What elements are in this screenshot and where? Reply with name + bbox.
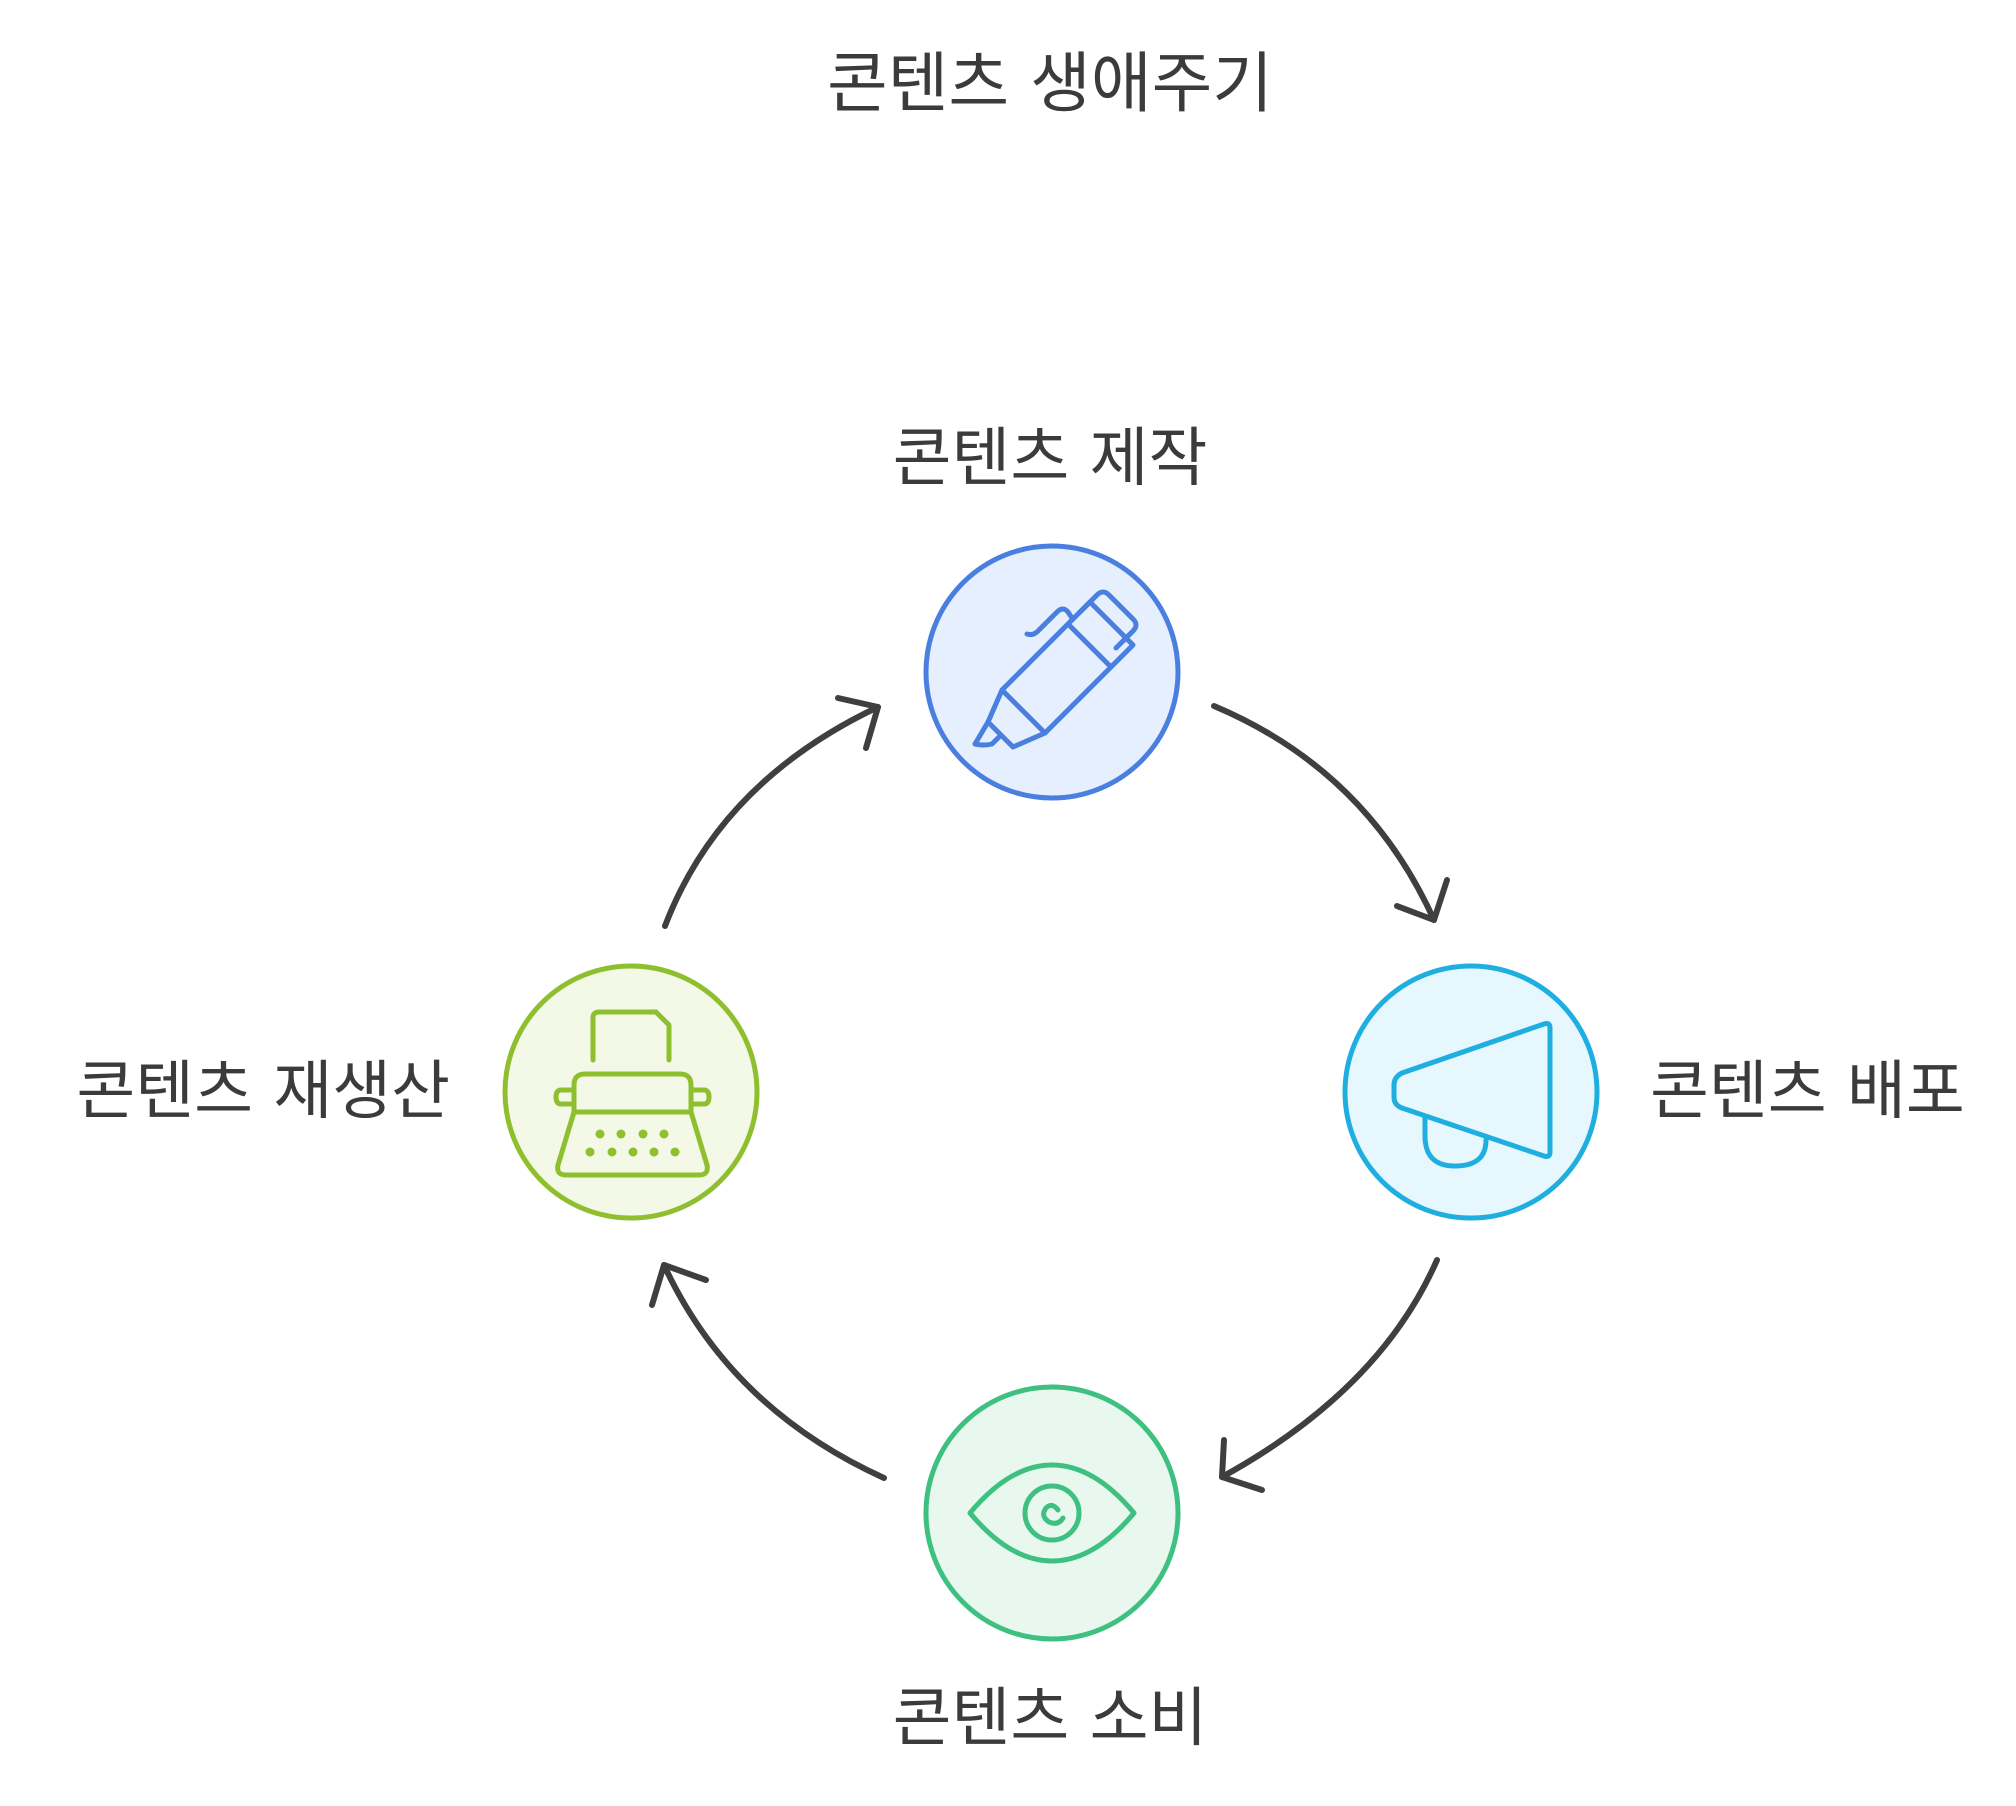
diagram-title: 콘텐츠 생애주기 [827, 45, 1273, 122]
marker-pen-icon [972, 589, 1139, 750]
stage-circle-distribute [1342, 963, 1600, 1221]
stage-label-create: 콘텐츠 제작 [893, 422, 1208, 496]
eye-icon [967, 1462, 1137, 1564]
typewriter-icon [553, 1009, 712, 1178]
stage-label-consume: 콘텐츠 소비 [893, 1682, 1208, 1756]
stage-node-create [923, 543, 1181, 801]
stage-node-reproduce [502, 963, 760, 1221]
stage-node-consume [923, 1384, 1181, 1642]
stage-label-distribute: 콘텐츠 배포 [1650, 1055, 1965, 1129]
stage-circle-create [923, 543, 1181, 801]
megaphone-icon [1391, 1021, 1553, 1169]
arrow-distribute-to-consume [1219, 1257, 1440, 1493]
stage-circle-reproduce [502, 963, 760, 1221]
stage-circle-consume [923, 1384, 1181, 1642]
stage-node-distribute [1342, 963, 1600, 1221]
stage-label-reproduce: 콘텐츠 재생산 [76, 1055, 450, 1129]
arrow-create-to-distribute [1211, 703, 1450, 923]
arrow-reproduce-to-create [662, 695, 881, 929]
arrow-consume-to-reproduce [649, 1262, 887, 1481]
